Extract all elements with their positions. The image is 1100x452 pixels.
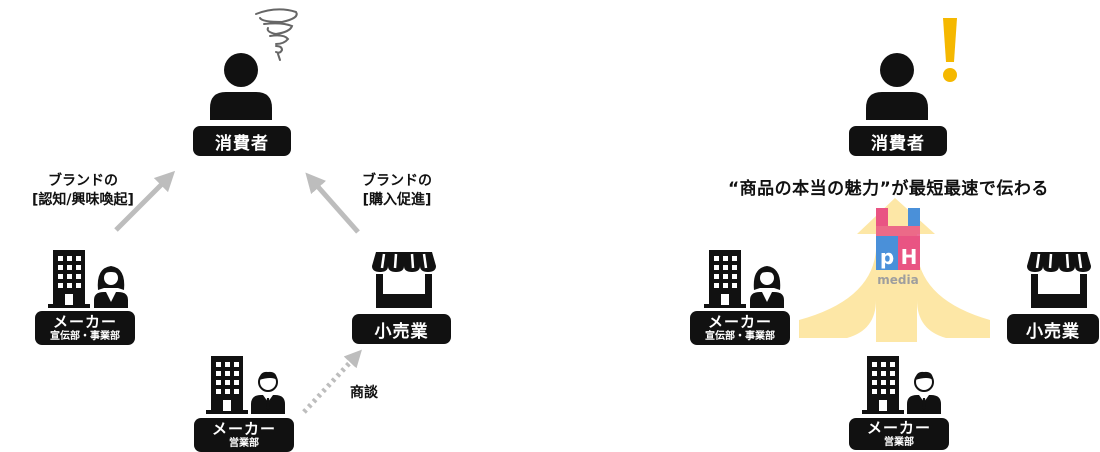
store-icon: [372, 252, 436, 308]
retail-label: 小売業: [352, 314, 451, 344]
headline-text: “商品の本当の魅力”が最短最速で伝わる: [728, 179, 1049, 199]
consumer-label: 消費者: [849, 126, 947, 156]
store-icon: [1027, 252, 1091, 308]
svg-text:media: media: [877, 273, 918, 287]
brand-awareness-text: ブランドの [認知/興味喚起]: [32, 173, 134, 208]
consumer-person-icon: [210, 53, 272, 120]
businessman-icon: [251, 371, 285, 414]
confused-swirl-icon: [255, 8, 298, 61]
svg-text:H: H: [901, 245, 918, 269]
negotiation-text: 商談: [350, 385, 378, 401]
consumer-person-icon: [866, 53, 928, 120]
building-icon: [862, 356, 904, 414]
building-icon: [206, 356, 248, 414]
retail-label: 小売業: [1007, 314, 1099, 344]
ph-media-logo: p H media: [876, 208, 920, 287]
woman-icon: [94, 266, 128, 308]
maker-sales-label: メーカー 営業部: [849, 418, 949, 450]
woman-icon: [750, 266, 784, 308]
maker-sales-label: メーカー 営業部: [194, 418, 294, 452]
businessman-icon: [907, 371, 941, 414]
svg-text:p: p: [880, 245, 894, 269]
consumer-label: 消費者: [193, 126, 291, 156]
brand-purchase-text: ブランドの [購入促進]: [362, 173, 432, 208]
building-icon: [48, 250, 90, 308]
building-icon: [704, 250, 746, 308]
maker-pr-label: メーカー 宣伝部・事業部: [35, 311, 135, 345]
maker-pr-label: メーカー 宣伝部・事業部: [690, 311, 790, 345]
exclamation-icon: [943, 18, 957, 82]
